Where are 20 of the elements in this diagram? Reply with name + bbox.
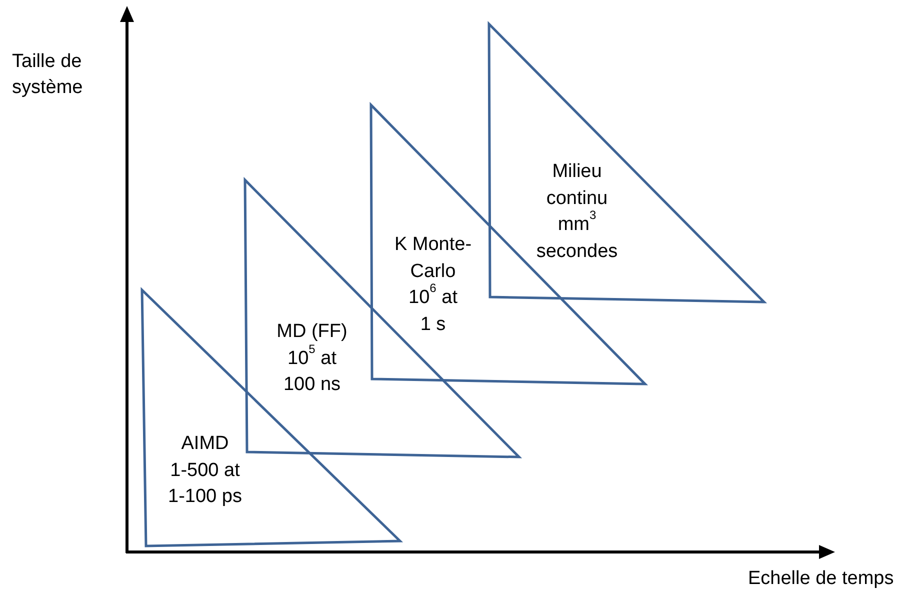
triangle-region (489, 24, 764, 302)
axis-title: Echelle de temps (748, 567, 894, 591)
region-label: 1 s (420, 312, 446, 336)
region-label: MD (FF) (276, 320, 348, 344)
triangle-region (371, 105, 645, 384)
region-label: K Monte- (394, 233, 472, 257)
region-label: Carlo (410, 260, 456, 284)
region-label: continu (546, 186, 608, 210)
triangle-region (245, 180, 519, 457)
region-label: 10$^{6}$ at (408, 285, 458, 310)
axis-title: Taille de système (12, 50, 84, 100)
region-label: secondes (536, 240, 618, 264)
region-label: Milieu (552, 160, 602, 184)
region-label: 10$^{5}$ at (288, 346, 336, 370)
region-label: 1-100 ps (168, 485, 242, 509)
triangle-region (142, 290, 400, 546)
region-label: AIMD (181, 432, 229, 456)
region-label: 1-500 at (170, 458, 240, 482)
region-label: mm$^{3}$ (558, 212, 596, 237)
region-label: 100 ns (283, 373, 341, 397)
